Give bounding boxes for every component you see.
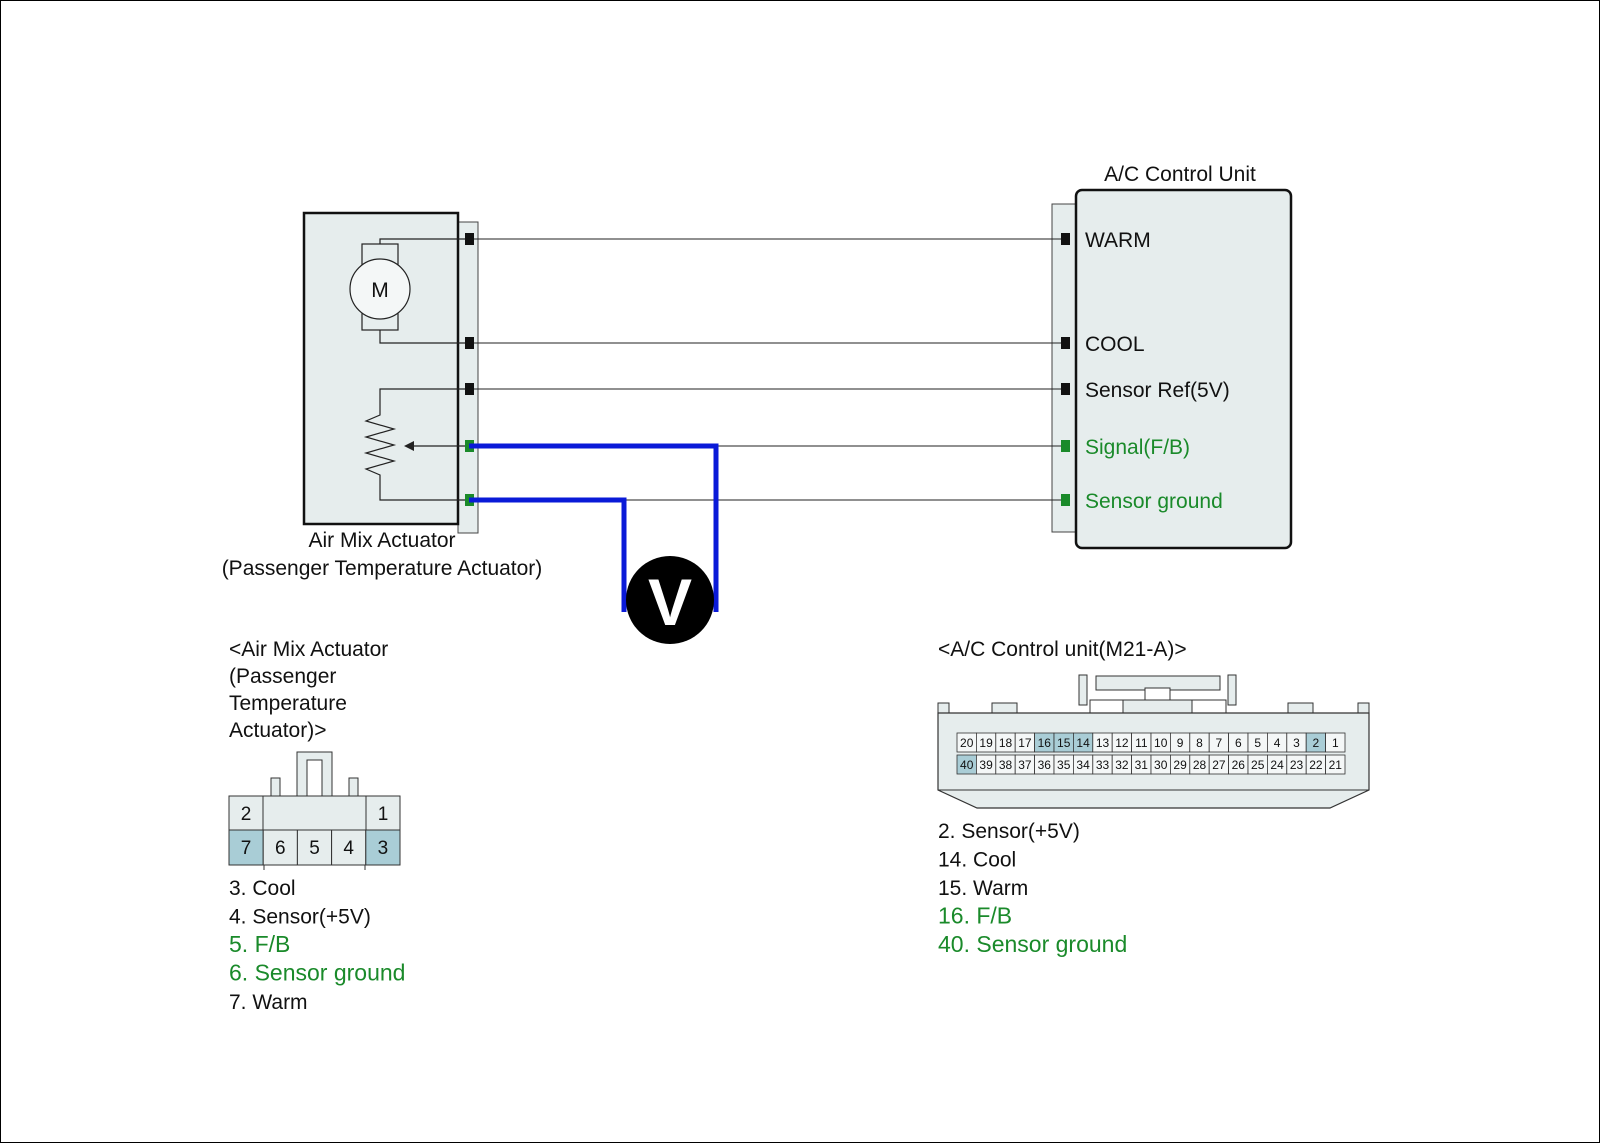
acu-pin-label: 14 [1076,736,1090,750]
actuator-legend-item: 3. Cool [229,877,296,900]
acu-legend-item: 40. Sensor ground [938,931,1127,957]
acu-pin-label: 4 [1274,736,1281,750]
acu-pin-label: 27 [1212,758,1226,772]
acu-terminal [1061,337,1070,349]
acu-terminal [1061,440,1070,452]
actuator-pin-cell [262,829,298,866]
actuator-pin-label: 5 [309,838,320,859]
actuator-pin-cell [331,829,367,866]
acu-pin-label: 30 [1154,758,1168,772]
acu-housing [1074,188,1293,550]
acu-pin-label: 38 [999,758,1013,772]
acu-terminal [1061,383,1070,395]
actuator-connector-face: 2 1 7 6 5 4 3 [228,751,401,870]
acu-terminal-cool-label: COOL [1085,333,1145,356]
acu-terminal-signal-label: Signal(F/B) [1085,436,1190,459]
acu-pin-label: 28 [1193,758,1207,772]
acu-pin-legend: 2. Sensor(+5V) 14. Cool 15. Warm 16. F/B40.… [938,820,1127,957]
actuator-legend-item: 4. Sensor(+5V) [229,906,371,929]
probe-leads [469,443,719,612]
acu-legend-item: 14. Cool [938,849,1016,872]
acu-legend-item: 15. Warm [938,877,1028,900]
acu-pin-label: 19 [979,736,993,750]
actuator-connector-title-line: <Air Mix Actuator [229,638,388,661]
acu-pin-label: 2 [1313,736,1320,750]
actuator-pin-label: 6 [275,838,286,859]
acu-pin-label: 26 [1232,758,1246,772]
actuator-legend-item: 6. Sensor ground [229,960,405,986]
acu-pin-label: 13 [1096,736,1110,750]
acu-pin-label: 32 [1115,758,1129,772]
actuator-pin-label: 3 [378,838,389,859]
acu-connector-strip [1051,203,1077,533]
actuator-connector-title-line: Actuator)> [229,719,326,742]
acu-terminal-sensor-ref-label: Sensor Ref(5V) [1085,379,1230,402]
acu-pin-label: 18 [999,736,1013,750]
acu-pin-label: 6 [1235,736,1242,750]
actuator-legend-item: 7. Warm [229,991,308,1014]
acu-pin-label: 34 [1076,758,1090,772]
acu-pin-label: 10 [1154,736,1168,750]
acu-pin-label: 25 [1251,758,1265,772]
acu-pin-label: 37 [1018,758,1032,772]
acu-pin-label: 29 [1173,758,1187,772]
motor-label: M [371,279,389,302]
actuator-terminal [465,383,474,395]
potentiometer-symbol [363,388,470,501]
acu-pin-label: 11 [1135,736,1148,750]
acu-pin-label: 7 [1216,736,1223,750]
acu-pin-label: 5 [1254,736,1261,750]
acu-pin-label: 22 [1309,758,1323,772]
actuator-pin-label: 1 [378,804,389,825]
acu-pin-label: 17 [1018,736,1032,750]
motor-symbol: M [349,238,470,344]
acu-pin-label: 36 [1038,758,1052,772]
acu-pin-label: 3 [1293,736,1300,750]
acu-pin-label: 8 [1196,736,1203,750]
voltmeter-symbol: V [648,565,692,639]
actuator-legend-item: 5. F/B [229,931,290,957]
acu-pin-label: 16 [1038,736,1052,750]
actuator-terminal [465,233,474,245]
acu-pin-label: 31 [1135,758,1149,772]
actuator-label-line1: Air Mix Actuator [308,529,455,552]
acu-pin-label: 33 [1096,758,1110,772]
acu-pin-label: 9 [1177,736,1184,750]
acu-pin-cell [1325,732,1346,753]
acu-pin-label: 23 [1290,758,1304,772]
acu-pin-label: 20 [960,736,974,750]
acu-title: A/C Control Unit [1104,163,1256,186]
acu-pin-label: 15 [1057,736,1071,750]
voltmeter-icon: V [626,556,714,644]
acu-pin-label: 12 [1115,736,1129,750]
acu-pin-label: 39 [979,758,993,772]
actuator-connector-title-line: (Passenger [229,665,336,688]
acu-terminal-warm-label: WARM [1085,229,1151,252]
acu-terminal-sensor-ground-label: Sensor ground [1085,490,1223,513]
actuator-pin-label: 7 [241,838,252,859]
acu-legend-item: 16. F/B [938,903,1012,929]
actuator-pin-legend: 3. Cool 4. Sensor(+5V)5. F/B 6. Sensor gro… [229,877,405,1014]
acu-pin-cell [1325,754,1346,775]
acu-pin-label: 40 [960,758,974,772]
actuator-terminal [465,337,474,349]
actuator-pin-cell [365,829,401,866]
actuator-connector-title: <Air Mix Actuator (Passenger Temperature… [229,638,388,742]
acu-pin-label: 35 [1057,758,1071,772]
acu-legend-item: 2. Sensor(+5V) [938,820,1080,843]
acu-pin-label: 1 [1332,736,1339,750]
acu-terminal [1061,233,1070,245]
actuator-pin-label: 2 [241,804,252,825]
actuator-pin-label: 4 [343,838,354,859]
acu-terminal [1061,494,1070,506]
actuator-connector-strip [457,221,479,534]
acu-connector-title: <A/C Control unit(M21-A)> [938,638,1187,661]
acu-pin-label: 24 [1270,758,1284,772]
actuator-connector-title-line: Temperature [229,692,347,715]
actuator-label-line2: (Passenger Temperature Actuator) [222,557,543,580]
acu-pin-label: 21 [1329,758,1343,772]
